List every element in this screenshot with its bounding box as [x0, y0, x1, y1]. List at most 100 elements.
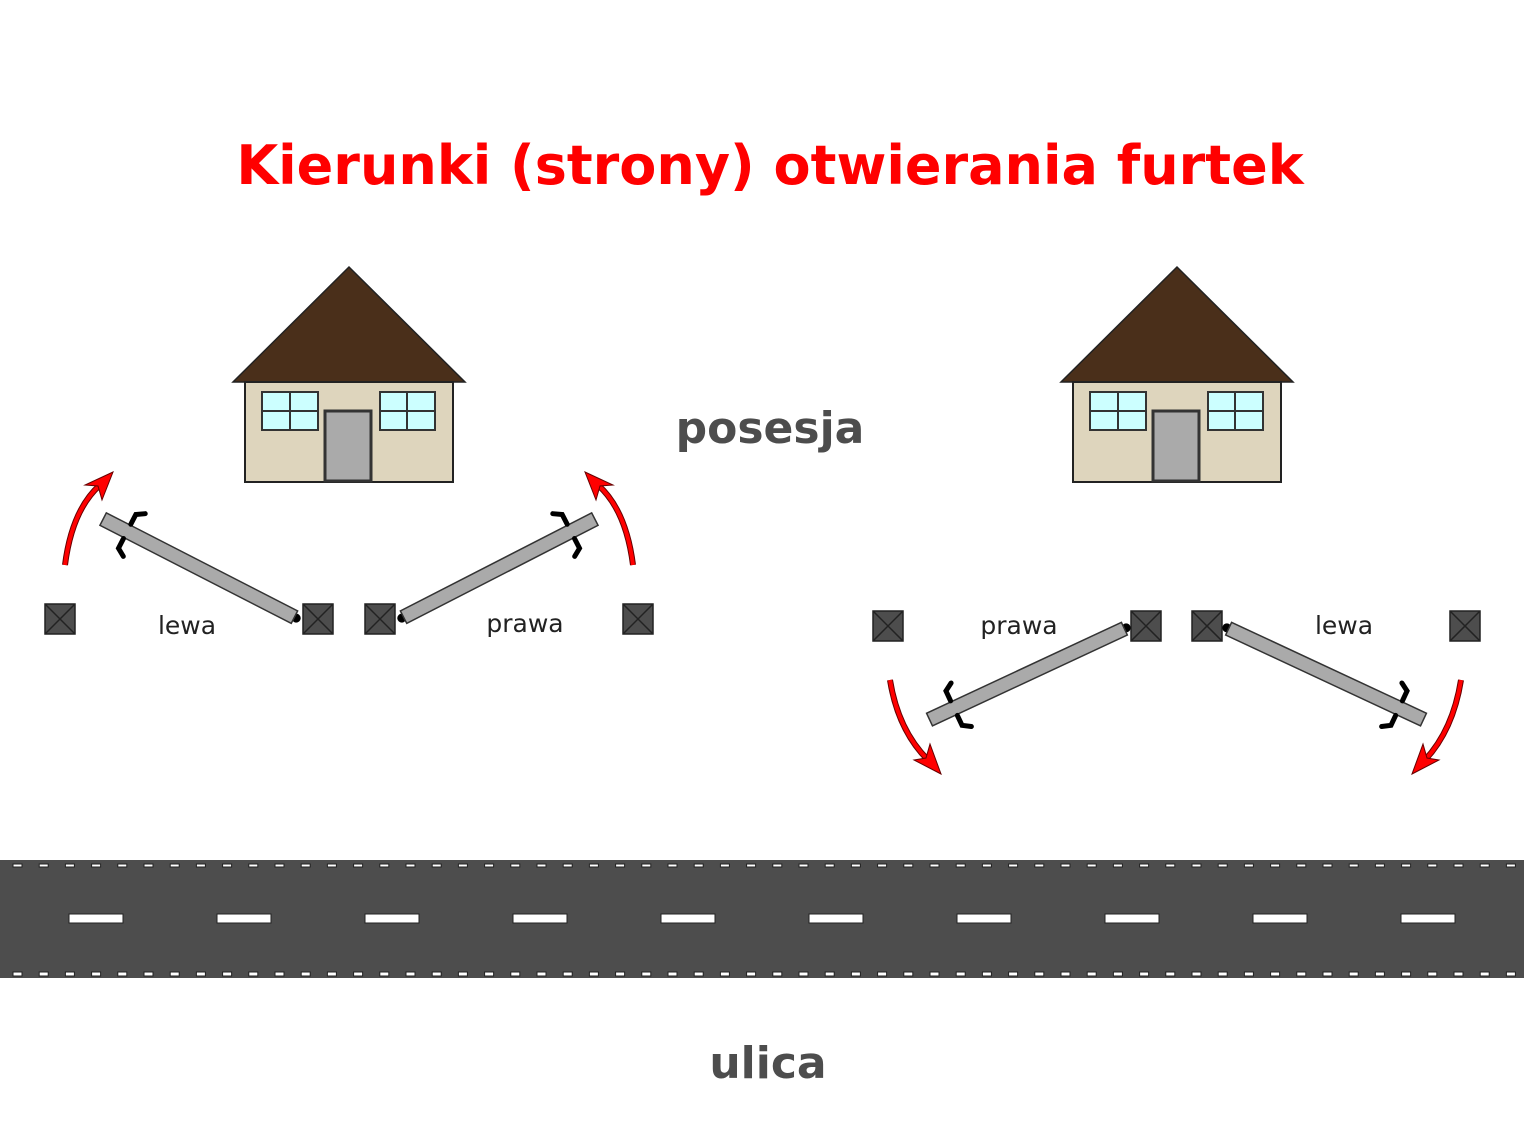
street-label: ulica: [709, 1038, 826, 1089]
arrow-open-icon: [584, 471, 636, 566]
road-edge-dash: [169, 863, 180, 868]
road-edge-dash: [457, 863, 468, 868]
road-edge-dash: [1243, 971, 1254, 977]
road-edge-dash: [536, 863, 547, 868]
road-edge-dash: [195, 863, 206, 868]
road-center-dash: [364, 913, 420, 924]
road-edge-dash: [1086, 863, 1097, 868]
gate-post: [302, 603, 334, 635]
road-edge-dash: [955, 863, 966, 868]
road-center-dash: [808, 913, 864, 924]
road-edge-dash: [1374, 971, 1385, 977]
road-edge-dash: [877, 971, 888, 977]
road-edge-dash: [117, 971, 128, 977]
road-edge-dash: [1060, 863, 1071, 868]
road-edge-dash: [38, 971, 49, 977]
road-edge-dash: [1086, 971, 1097, 977]
road-edge-dash: [1165, 971, 1176, 977]
road-edge-dash: [12, 863, 23, 868]
diagram-title: Kierunki (strony) otwierania furtek: [236, 134, 1304, 197]
road-edge-dash: [457, 971, 468, 977]
road-edge-dash: [222, 863, 233, 868]
road-edge-dash: [1401, 971, 1412, 977]
road-edge-dash: [850, 971, 861, 977]
road-edge-dash: [300, 971, 311, 977]
road-edge-dash: [693, 971, 704, 977]
road-edge-dash: [615, 863, 626, 868]
road-edge-dash: [1060, 971, 1071, 977]
road-edge-dash: [353, 863, 364, 868]
road-edge-dash: [588, 863, 599, 868]
road-edge-dash: [91, 971, 102, 977]
road-edge-dash: [379, 863, 390, 868]
road-edge-dash: [405, 863, 416, 868]
road-edge-dash: [1112, 971, 1123, 977]
road-edge-dash: [431, 971, 442, 977]
road-edge-dash: [64, 863, 75, 868]
road-edge-dash: [1270, 971, 1281, 977]
road-center-dash: [660, 913, 716, 924]
road-edge-dash: [326, 971, 337, 977]
gate-post: [872, 610, 904, 642]
road-edge-dash: [562, 971, 573, 977]
road-edge-dash: [929, 863, 940, 868]
road-edge-dash: [877, 863, 888, 868]
gate-label-right: lewa: [1315, 611, 1373, 640]
road-edge-dash: [1034, 971, 1045, 977]
street-road: [0, 860, 1524, 978]
road-edge-dash: [484, 863, 495, 868]
road-edge-dash: [248, 863, 259, 868]
road-edge-dash: [379, 971, 390, 977]
road-edge-dash: [955, 971, 966, 977]
arrow-open-icon: [887, 679, 942, 776]
road-edge-dash: [1296, 971, 1307, 977]
road-center-dash: [1400, 913, 1456, 924]
road-edge-dash: [903, 971, 914, 977]
road-edge-dash: [91, 863, 102, 868]
road-edge-dash: [1479, 863, 1490, 868]
road-edge-dash: [772, 971, 783, 977]
gate-group-outward: prawa lewa: [872, 604, 1481, 776]
road-edge-dash: [929, 971, 940, 977]
house-left: [231, 265, 467, 484]
road-edge-dash: [1191, 971, 1202, 977]
road-edge-dash: [1322, 863, 1333, 868]
road-edge-dash: [510, 863, 521, 868]
road-edge-dash: [1165, 863, 1176, 868]
road-center-dash: [956, 913, 1012, 924]
road-edge-dash: [746, 971, 757, 977]
road-edge-dash: [772, 863, 783, 868]
road-edge-dash: [1217, 971, 1228, 977]
road-edge-dash: [510, 971, 521, 977]
arrow-open-icon: [1411, 679, 1464, 776]
road-edge-dash: [1348, 863, 1359, 868]
gate-post: [622, 603, 654, 635]
road-edge-dash: [667, 863, 678, 868]
road-edge-dash: [693, 863, 704, 868]
road-edge-dash: [1453, 863, 1464, 868]
road-edge-dash: [1374, 863, 1385, 868]
road-edge-dash: [38, 863, 49, 868]
road-edge-dash: [981, 863, 992, 868]
road-edge-dash: [248, 971, 259, 977]
road-edge-dash: [353, 971, 364, 977]
road-edge-dash: [536, 971, 547, 977]
road-edge-dash: [1008, 863, 1019, 868]
road-edge-dash: [274, 971, 285, 977]
gate-group-inward: lewa prawa: [44, 471, 654, 641]
road-edge-dash: [719, 863, 730, 868]
house-right: [1059, 265, 1295, 484]
road-edge-dash: [798, 863, 809, 868]
road-center-dash: [512, 913, 568, 924]
road-edge-dash: [641, 971, 652, 977]
road-edge-dash: [824, 971, 835, 977]
road-edge-dash: [1243, 863, 1254, 868]
road-edge-dash: [1505, 863, 1516, 868]
gate-post: [44, 603, 76, 635]
arrow-open-icon: [62, 471, 114, 566]
road-edge-dash: [64, 971, 75, 977]
road-edge-dash: [1348, 971, 1359, 977]
road-edge-dash: [431, 863, 442, 868]
road-edge-dash: [981, 971, 992, 977]
road-center-dash: [1252, 913, 1308, 924]
